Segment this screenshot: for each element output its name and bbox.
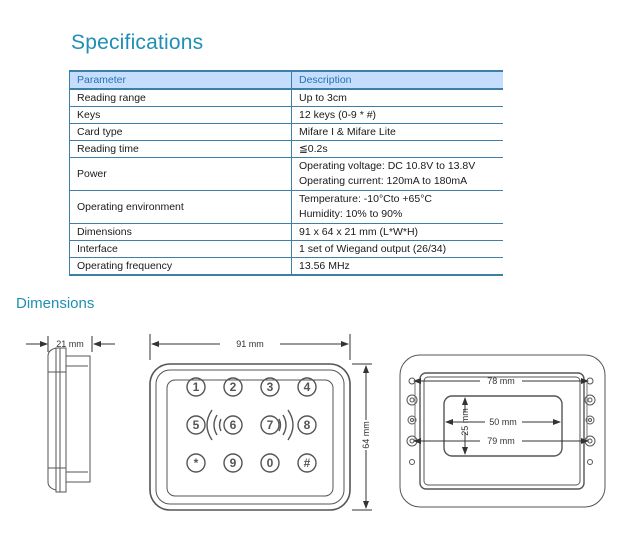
- back-hole-spacing-label: 79 mm: [487, 436, 515, 446]
- back-outer-width-label: 78 mm: [487, 376, 515, 386]
- key-6: 6: [230, 418, 237, 432]
- param-cell: Operating environment: [69, 190, 292, 224]
- param-cell: Reading time: [69, 140, 292, 158]
- table-row: Operating environment Temperature: -10°C…: [69, 190, 503, 224]
- keypad: 1 2 3 4 5 6 7 8 * 9 0 #: [193, 380, 311, 470]
- table-row: Power Operating voltage: DC 10.8V to 13.…: [69, 157, 503, 191]
- front-height-label: 64 mm: [361, 421, 371, 449]
- side-depth-label: 21 mm: [56, 339, 84, 349]
- desc-cell: Operating voltage: DC 10.8V to 13.8V Ope…: [291, 157, 503, 191]
- key-8: 8: [304, 418, 311, 432]
- key-star: *: [194, 456, 199, 470]
- dimensions-heading: Dimensions: [16, 295, 95, 312]
- desc-line: Operating current: 120mA to 180mA: [299, 175, 468, 187]
- table-row: Reading time ≦0.2s: [69, 140, 503, 158]
- side-view-drawing: [26, 336, 115, 493]
- key-1: 1: [193, 380, 200, 394]
- key-0: 0: [267, 456, 274, 470]
- desc-cell: Temperature: -10°Cto +65°C Humidity: 10%…: [291, 190, 503, 224]
- specifications-table: Parameter Description Reading range Up t…: [69, 70, 503, 276]
- page-title: Specifications: [71, 31, 204, 54]
- table-row: Card type Mifare I & Mifare Lite: [69, 123, 503, 141]
- desc-line: Humidity: 10% to 90%: [299, 208, 403, 220]
- table-header-row: Parameter Description: [69, 70, 503, 90]
- key-2: 2: [230, 380, 237, 394]
- key-hash: #: [304, 456, 311, 470]
- param-cell: Dimensions: [69, 223, 292, 241]
- column-header-parameter: Parameter: [69, 70, 292, 90]
- key-4: 4: [304, 380, 311, 394]
- key-3: 3: [267, 380, 274, 394]
- desc-line: Temperature: -10°Cto +65°C: [299, 193, 433, 205]
- desc-cell: Up to 3cm: [291, 88, 503, 107]
- desc-cell: ≦0.2s: [291, 140, 503, 158]
- dimension-drawings: 21 mm 91 mm 64 mm 1: [26, 334, 606, 511]
- front-width-label: 91 mm: [236, 339, 264, 349]
- back-inner-width-label: 50 mm: [489, 417, 517, 427]
- desc-cell: Mifare I & Mifare Lite: [291, 123, 503, 141]
- key-9: 9: [230, 456, 237, 470]
- table-row: Dimensions 91 x 64 x 21 mm (L*W*H): [69, 223, 503, 241]
- column-header-description: Description: [291, 70, 503, 90]
- desc-cell: 12 keys (0-9 * #): [291, 106, 503, 124]
- param-cell: Operating frequency: [69, 257, 292, 276]
- param-cell: Keys: [69, 106, 292, 124]
- param-cell: Card type: [69, 123, 292, 141]
- param-cell: Power: [69, 157, 292, 191]
- front-view-drawing: [149, 334, 372, 511]
- key-5: 5: [193, 418, 200, 432]
- table-row: Reading range Up to 3cm: [69, 88, 503, 107]
- desc-line: Operating voltage: DC 10.8V to 13.8V: [299, 160, 476, 172]
- param-cell: Reading range: [69, 88, 292, 107]
- desc-cell: 91 x 64 x 21 mm (L*W*H): [291, 223, 503, 241]
- back-inner-height-label: 25 mm: [460, 408, 470, 436]
- key-7: 7: [267, 418, 274, 432]
- desc-cell: 1 set of Wiegand output (26/34): [291, 240, 503, 258]
- table-row: Operating frequency 13.56 MHz: [69, 257, 503, 276]
- param-cell: Interface: [69, 240, 292, 258]
- desc-cell: 13.56 MHz: [291, 257, 503, 276]
- back-view-drawing: [399, 354, 606, 508]
- table-row: Keys 12 keys (0-9 * #): [69, 106, 503, 124]
- table-row: Interface 1 set of Wiegand output (26/34…: [69, 240, 503, 258]
